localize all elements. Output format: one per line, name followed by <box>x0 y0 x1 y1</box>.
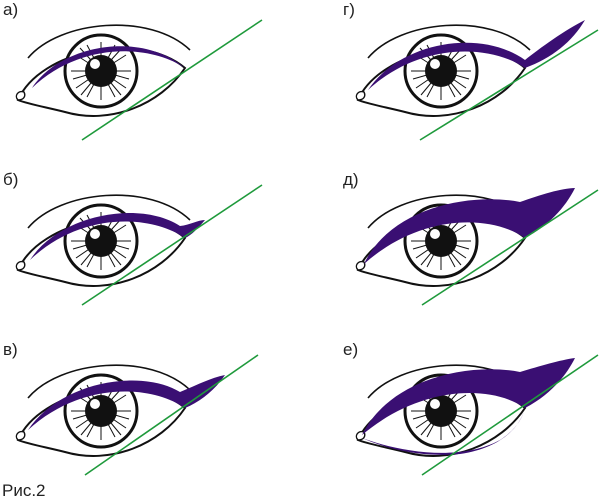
eyeliner <box>368 20 585 90</box>
eyeliner <box>364 188 575 264</box>
guide-line <box>421 189 599 306</box>
panel-d: д) <box>343 170 599 306</box>
panel-label: г) <box>343 0 355 19</box>
guide-line <box>419 29 599 141</box>
panel-b: б) <box>3 170 263 306</box>
panel-label: д) <box>343 170 359 189</box>
panel-label: е) <box>343 340 358 359</box>
panel-e: е) <box>343 340 599 476</box>
guide-line <box>84 354 259 476</box>
panel-g: г) <box>343 0 599 141</box>
guide-line <box>81 19 263 141</box>
eyeliner <box>30 213 205 260</box>
figure-caption: Рис.2 <box>2 481 46 500</box>
panel-label: б) <box>3 170 18 189</box>
guide-line <box>421 354 599 476</box>
panel-label: а) <box>3 0 18 19</box>
eyeliner-upper <box>362 358 575 435</box>
panel-a: а) <box>3 0 263 141</box>
eyeliner <box>28 375 225 430</box>
panel-label: в) <box>3 340 18 359</box>
guide-line <box>81 184 263 306</box>
panel-v: в) <box>3 340 259 476</box>
